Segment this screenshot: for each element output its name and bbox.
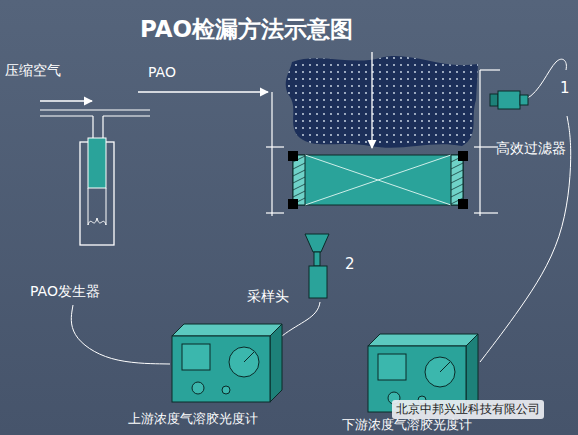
- photometer-box-shape: [170, 322, 286, 406]
- scan-probe: 1: [488, 76, 573, 116]
- photometer-label: 下游浓度气溶胶光度计: [342, 418, 472, 433]
- input-label: 压缩空气: [5, 62, 61, 80]
- aerosol-dots: [286, 56, 478, 148]
- hepa-filter: 高效过滤器: [283, 150, 473, 210]
- cable: [71, 305, 170, 364]
- filter-label: 高效过滤器: [496, 140, 566, 156]
- hepa-filter-shape: [283, 150, 473, 210]
- pao-arrow: [138, 91, 268, 92]
- sampling-head: 采样头 2: [245, 230, 365, 304]
- sample-tube: [282, 302, 320, 336]
- callout-number: 2: [345, 256, 355, 273]
- pao-generator: PAO发生器: [28, 130, 148, 305]
- cable: [480, 116, 571, 362]
- photometer-box: 上游浓度气溶胶光度计: [170, 322, 284, 406]
- air-pipe: [40, 110, 150, 138]
- flow-arrow: [371, 52, 372, 148]
- pao-generator-shape: [28, 130, 148, 305]
- air-arrow: [40, 100, 92, 101]
- callout-number: 1: [560, 80, 570, 97]
- photometer-label: 上游浓度气溶胶光度计: [128, 412, 258, 427]
- aerosol-cloud: [286, 56, 478, 148]
- generator-label: PAO发生器: [30, 283, 100, 299]
- diagram-title: PAO检漏方法示意图: [140, 14, 353, 45]
- input-label: PAO: [148, 64, 176, 80]
- sampling-head-label: 采样头: [247, 288, 289, 304]
- watermark: 北京中邦兴业科技有限公司: [392, 400, 544, 419]
